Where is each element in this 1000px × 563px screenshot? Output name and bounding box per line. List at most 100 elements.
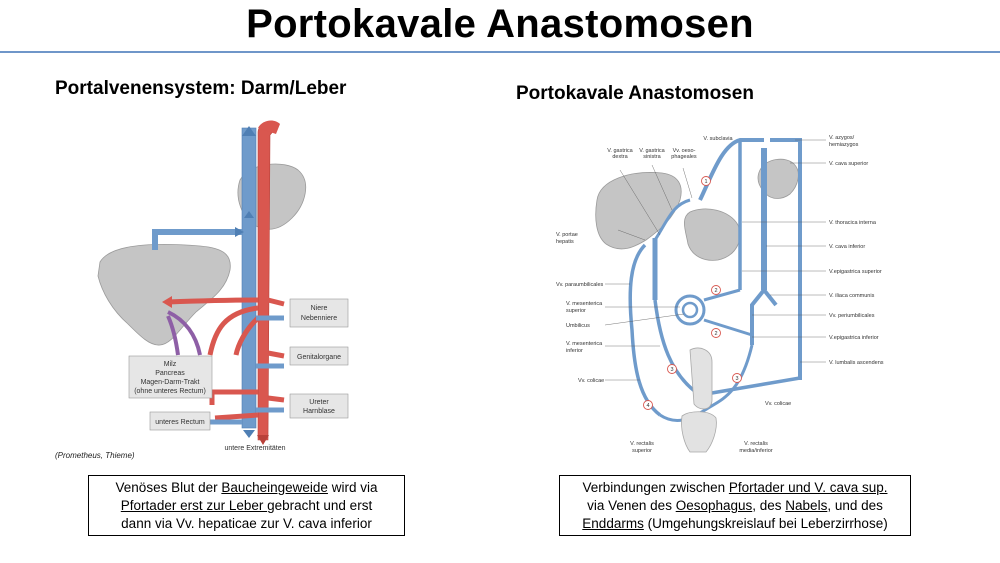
left-caption-text-1: Venöses Blut der: [115, 480, 222, 495]
label-thoracica: V. thoracica interna: [829, 220, 877, 226]
right-liver-shape: [595, 172, 682, 250]
milz-label-2: Pancreas: [155, 370, 185, 377]
right-caption-text-2: via Venen des: [587, 498, 676, 513]
label-iliaca: V. iliaca communis: [829, 293, 875, 299]
label-gastrica-sinistra-1: V. gastrica: [639, 148, 665, 154]
label-rect-med-2: media/inferior: [739, 448, 772, 454]
label-portae-1: V. portae: [556, 232, 578, 238]
label-portae-2: hepatis: [556, 239, 574, 245]
label-colicae-right: Vv. colicae: [765, 401, 791, 407]
left-caption-text-4: dann via Vv. hepaticae zur V. cava infer…: [121, 516, 372, 531]
right-caption-underline-3: Nabels: [785, 498, 828, 513]
umbilical-ring-outer: [674, 294, 706, 326]
label-umbilicus: Umbilicus: [566, 323, 590, 329]
label-subclavia: V. subclavia: [703, 136, 733, 142]
right-caption-text-5: (Umgehungskreislauf bei Leberzirrhose): [643, 516, 888, 531]
marker-2a: 2: [711, 285, 721, 295]
leader-lines: [604, 139, 826, 381]
left-caption-underline-1: Baucheingeweide: [221, 480, 328, 495]
label-gastrica-dextra-2: dextra: [612, 154, 628, 160]
left-caption-text-3: gebracht und erst: [267, 498, 373, 513]
label-colicae-left: Vv. colicae: [578, 378, 604, 384]
right-caption-text-1: Verbindungen zwischen: [582, 480, 729, 495]
left-heading: Portalvenensystem: Darm/Leber: [55, 78, 347, 99]
ureter-box: [289, 393, 349, 419]
gastric-veins: [653, 198, 691, 241]
label-mes-sup-2: superior: [566, 308, 586, 314]
portal-purple-1: [167, 310, 202, 356]
niere-label-1: Niere: [311, 305, 328, 312]
label-epig-inf: V.epigastrica inferior: [829, 335, 879, 341]
right-caption-underline-2: Oesophagus: [675, 498, 753, 513]
milz-box: [128, 355, 213, 399]
svg-text:2: 2: [714, 331, 717, 337]
label-mes-inf-2: inferior: [566, 348, 583, 354]
label-gastrica-sinistra-2: sinistra: [643, 154, 661, 160]
marker-4: 4: [643, 400, 653, 410]
colon-shape: [689, 347, 713, 410]
genital-label: Genitalorgane: [297, 354, 341, 361]
milz-label-3: Magen-Darm-Trakt: [141, 379, 200, 386]
hepatic-artery: [167, 297, 259, 305]
milz-label-4: (ohne unteres Rectum): [134, 388, 206, 395]
right-heart-shape: [757, 158, 799, 199]
extremitaeten-label: untere Extremitäten: [224, 445, 285, 452]
ureter-artery: [267, 395, 285, 403]
label-paraumb: Vv. paraumbilicales: [556, 282, 604, 288]
rectum-shape: [681, 411, 717, 453]
genital-artery: [267, 350, 285, 359]
svg-text:3: 3: [670, 367, 673, 373]
label-cava-inf: V. cava inferior: [829, 244, 865, 250]
label-mes-sup-1: V. mesenterica: [566, 301, 603, 307]
svg-text:3: 3: [735, 376, 738, 382]
portal-vein-arrow: [235, 227, 244, 237]
label-gastrica-dextra-1: V. gastrica: [607, 148, 633, 154]
niere-box: [289, 298, 349, 328]
aorta-bottom-arrow: [257, 435, 269, 445]
ureter-label-1: Ureter: [309, 399, 329, 406]
portal-vein: [152, 229, 242, 250]
vena-cava-top-arrow: [242, 126, 256, 136]
rectum-box: [149, 411, 211, 431]
artery-rectum: [214, 412, 259, 421]
left-caption-underline-2: Pfortader erst zur Leber: [120, 498, 268, 513]
periumb-link: [703, 288, 753, 337]
svg-text:2: 2: [714, 288, 717, 294]
subclavia-vein: [698, 138, 764, 201]
right-heading: Portokavale Anastomosen: [516, 83, 754, 104]
label-oesophageales-2: phageales: [671, 154, 697, 160]
label-periumb: Vv. periumbilicales: [829, 313, 875, 319]
right-caption-box: Verbindungen zwischen Pfortader und V. c…: [559, 475, 911, 536]
left-caption-text-2: wird via: [327, 480, 378, 495]
marker-3a: 3: [667, 364, 677, 374]
vena-cava-bottom-arrow: [243, 430, 255, 438]
slide-title: Portokavale Anastomosen: [246, 2, 754, 46]
right-caption-text-3: , des: [752, 498, 786, 513]
aorta-top: [258, 120, 280, 134]
left-caption-box: Venöses Blut der Baucheingeweide wird vi…: [88, 475, 405, 536]
label-rect-sup-1: V. rectalis: [630, 441, 654, 447]
umbilical-ring-inner: [681, 301, 699, 319]
rectum-label: unteres Rectum: [155, 419, 205, 426]
artery-branch-1: [207, 305, 259, 356]
liver-shape: [97, 244, 231, 346]
ureter-label-2: Harnblase: [303, 408, 335, 415]
image-credit: (Prometheus, Thieme): [55, 451, 135, 460]
vena-cava-arrow-1: [244, 211, 254, 218]
label-lumbales: V. lumbalis ascendens: [829, 360, 884, 366]
marker-1: 1: [701, 176, 711, 186]
hepatic-artery-arrow: [162, 296, 172, 308]
paraumb-vein: [628, 243, 662, 417]
label-azygos-1: V. azygos/: [829, 135, 855, 141]
label-mes-inf-1: V. mesenterica: [566, 341, 603, 347]
marker-2b: 2: [711, 328, 721, 338]
label-rect-med-1: V. rectalis: [744, 441, 768, 447]
label-epig-sup: V.epigastrica superior: [829, 269, 882, 275]
marker-3b: 3: [732, 373, 742, 383]
title-divider: [0, 51, 1000, 53]
genital-box: [289, 346, 349, 366]
label-oesophageales-1: Vv. oeso-: [673, 148, 696, 154]
right-caption-underline-1: Pfortader und V. cava sup.: [728, 480, 888, 495]
